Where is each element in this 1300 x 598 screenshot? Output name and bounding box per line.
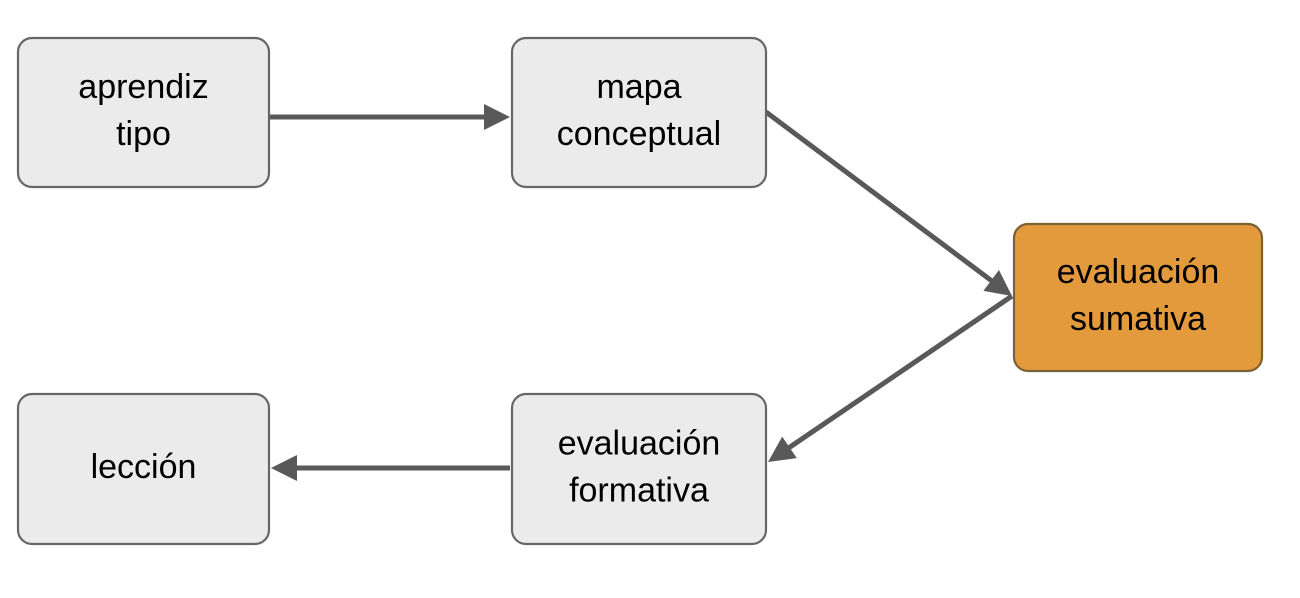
node-shape[interactable] xyxy=(16,392,271,546)
edge-formativa-to-leccion xyxy=(271,455,510,481)
node-shape-highlighted[interactable] xyxy=(1012,222,1264,373)
edge-mapa-to-sumativa xyxy=(764,109,1012,296)
node-label: sumativa xyxy=(1070,300,1206,338)
edge-line xyxy=(784,293,1014,452)
nodes-layer: aprendiz tipo mapa conceptual evaluación suma… xyxy=(16,36,1264,546)
edge-arrowhead-icon xyxy=(271,455,297,481)
node-label: tipo xyxy=(116,115,171,153)
node-shape[interactable] xyxy=(510,392,768,546)
node-label: formativa xyxy=(569,471,709,509)
node-label: evaluación xyxy=(1057,253,1220,291)
node-shape[interactable] xyxy=(510,36,768,189)
node-evaluacion-sumativa[interactable]: evaluación sumativa xyxy=(1012,222,1264,373)
edge-line xyxy=(764,109,996,285)
edges-layer xyxy=(269,104,1014,481)
node-label: aprendiz xyxy=(78,68,208,106)
node-shape[interactable] xyxy=(16,36,271,189)
edge-sumativa-to-formativa xyxy=(768,293,1014,462)
node-label: conceptual xyxy=(557,115,721,153)
node-mapa-conceptual[interactable]: mapa conceptual xyxy=(510,36,768,189)
edge-arrowhead-icon xyxy=(484,104,510,130)
edge-aprendiz-to-mapa xyxy=(269,104,510,130)
node-evaluacion-formativa[interactable]: evaluación formativa xyxy=(510,392,768,546)
node-leccion[interactable]: lección xyxy=(16,392,271,546)
edge-arrowhead-icon xyxy=(768,436,797,462)
node-label: evaluación xyxy=(558,424,721,462)
node-label: lección xyxy=(91,448,197,486)
node-aprendiz-tipo[interactable]: aprendiz tipo xyxy=(16,36,271,189)
node-label: mapa xyxy=(596,68,681,106)
edge-arrowhead-icon xyxy=(983,270,1012,296)
